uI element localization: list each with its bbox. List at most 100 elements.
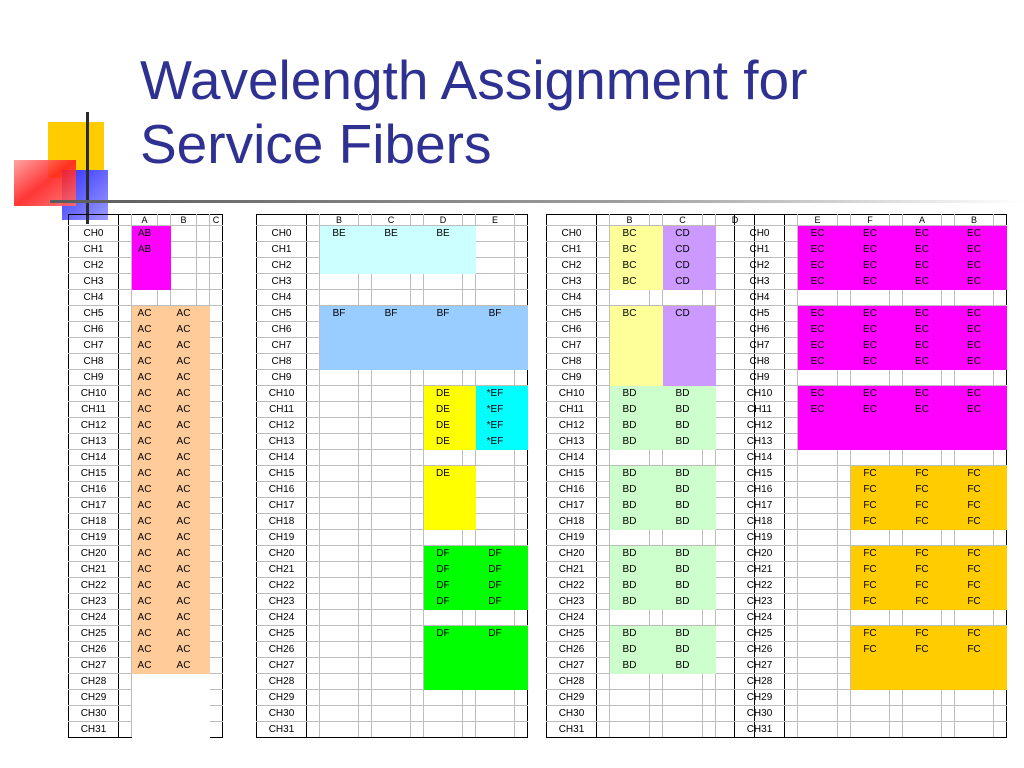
grid-cell (410, 673, 424, 690)
assignment-label: DF (423, 593, 463, 610)
assignment-label: DF (423, 625, 463, 642)
assignment-cell (993, 305, 1007, 322)
assignment-cell (157, 225, 171, 242)
assignment-cell (157, 353, 171, 370)
channel-label: CH6 (734, 321, 785, 338)
assignment-cell (993, 561, 1007, 578)
grid-cell (118, 257, 132, 274)
assignment-label: AC (170, 609, 197, 626)
channel-label: CH11 (734, 401, 785, 418)
assignment-cell (702, 385, 716, 402)
grid-cell (118, 657, 132, 674)
grid-cell (118, 705, 132, 722)
assignment-cell (196, 321, 210, 338)
assignment-cell (475, 657, 515, 674)
grid-cell (371, 449, 411, 466)
grid-cell (306, 705, 320, 722)
channel-row: CH4 (256, 289, 528, 306)
grid-cell (209, 289, 223, 306)
grid-cell (993, 721, 1007, 738)
assignment-cell (196, 657, 210, 674)
assignment-label: AC (131, 321, 158, 338)
grid-cell (209, 353, 223, 370)
assignment-label: EC (954, 305, 994, 322)
assignment-cell (954, 433, 994, 450)
assignment-cell (889, 353, 903, 370)
grid-cell (649, 705, 663, 722)
assignment-cell (170, 673, 197, 690)
grid-cell (837, 705, 851, 722)
grid-cell (784, 401, 798, 418)
assignment-label: DF (423, 545, 463, 562)
assignment-label: EC (954, 321, 994, 338)
grid-cell (358, 721, 372, 738)
assignment-cell (157, 545, 171, 562)
grid-cell (319, 401, 359, 418)
grid-cell (410, 289, 424, 306)
channel-row: CH30 (734, 705, 1007, 722)
assignment-label: CD (662, 257, 703, 274)
assignment-label: FC (850, 465, 890, 482)
grid-cell (797, 529, 838, 546)
grid-cell (306, 385, 320, 402)
header-spacer-cell (993, 214, 1007, 226)
grid-cell (902, 449, 942, 466)
assignment-label: AC (170, 385, 197, 402)
assignment-cell (889, 305, 903, 322)
assignment-cell (131, 257, 158, 274)
assignment-cell (702, 641, 716, 658)
assignment-label: EC (954, 401, 994, 418)
channel-label: CH21 (68, 561, 119, 578)
grid-cell (118, 561, 132, 578)
grid-cell (118, 305, 132, 322)
grid-cell (371, 497, 411, 514)
assignment-cell (423, 673, 463, 690)
grid-cell (371, 721, 411, 738)
assignment-label: FC (850, 545, 890, 562)
channel-label: CH4 (734, 289, 785, 306)
grid-cell (475, 721, 515, 738)
grid-cell (596, 609, 610, 626)
assignment-label: AC (170, 337, 197, 354)
channel-label: CH24 (68, 609, 119, 626)
grid-cell (837, 657, 851, 674)
assignment-cell (514, 593, 528, 610)
assignment-cell (157, 433, 171, 450)
channel-label: CH27 (68, 657, 119, 674)
assignment-label: EC (902, 257, 942, 274)
channel-label: CH19 (68, 529, 119, 546)
grid-cell (837, 625, 851, 642)
assignment-label: EC (850, 353, 890, 370)
grid-cell (209, 321, 223, 338)
slide-title: Wavelength Assignment for Service Fibers (140, 48, 1000, 176)
assignment-cell (993, 353, 1007, 370)
assignment-cell (649, 241, 663, 258)
header-spacer-cell (514, 214, 528, 226)
assignment-cell (196, 705, 210, 722)
grid-cell (784, 657, 798, 674)
channel-label: CH21 (734, 561, 785, 578)
assignment-cell (462, 353, 476, 370)
assignment-cell (157, 577, 171, 594)
assignment-cell (157, 401, 171, 418)
grid-cell (462, 689, 476, 706)
assignment-cell (196, 417, 210, 434)
assignment-label: EC (902, 385, 942, 402)
grid-cell (170, 273, 197, 290)
channel-row: CH24 (256, 609, 528, 626)
assignment-label: DF (423, 577, 463, 594)
channel-label: CH16 (546, 481, 597, 498)
grid-cell (596, 273, 610, 290)
assignment-cell (837, 385, 851, 402)
channel-label: CH18 (734, 513, 785, 530)
assignment-cell (889, 241, 903, 258)
